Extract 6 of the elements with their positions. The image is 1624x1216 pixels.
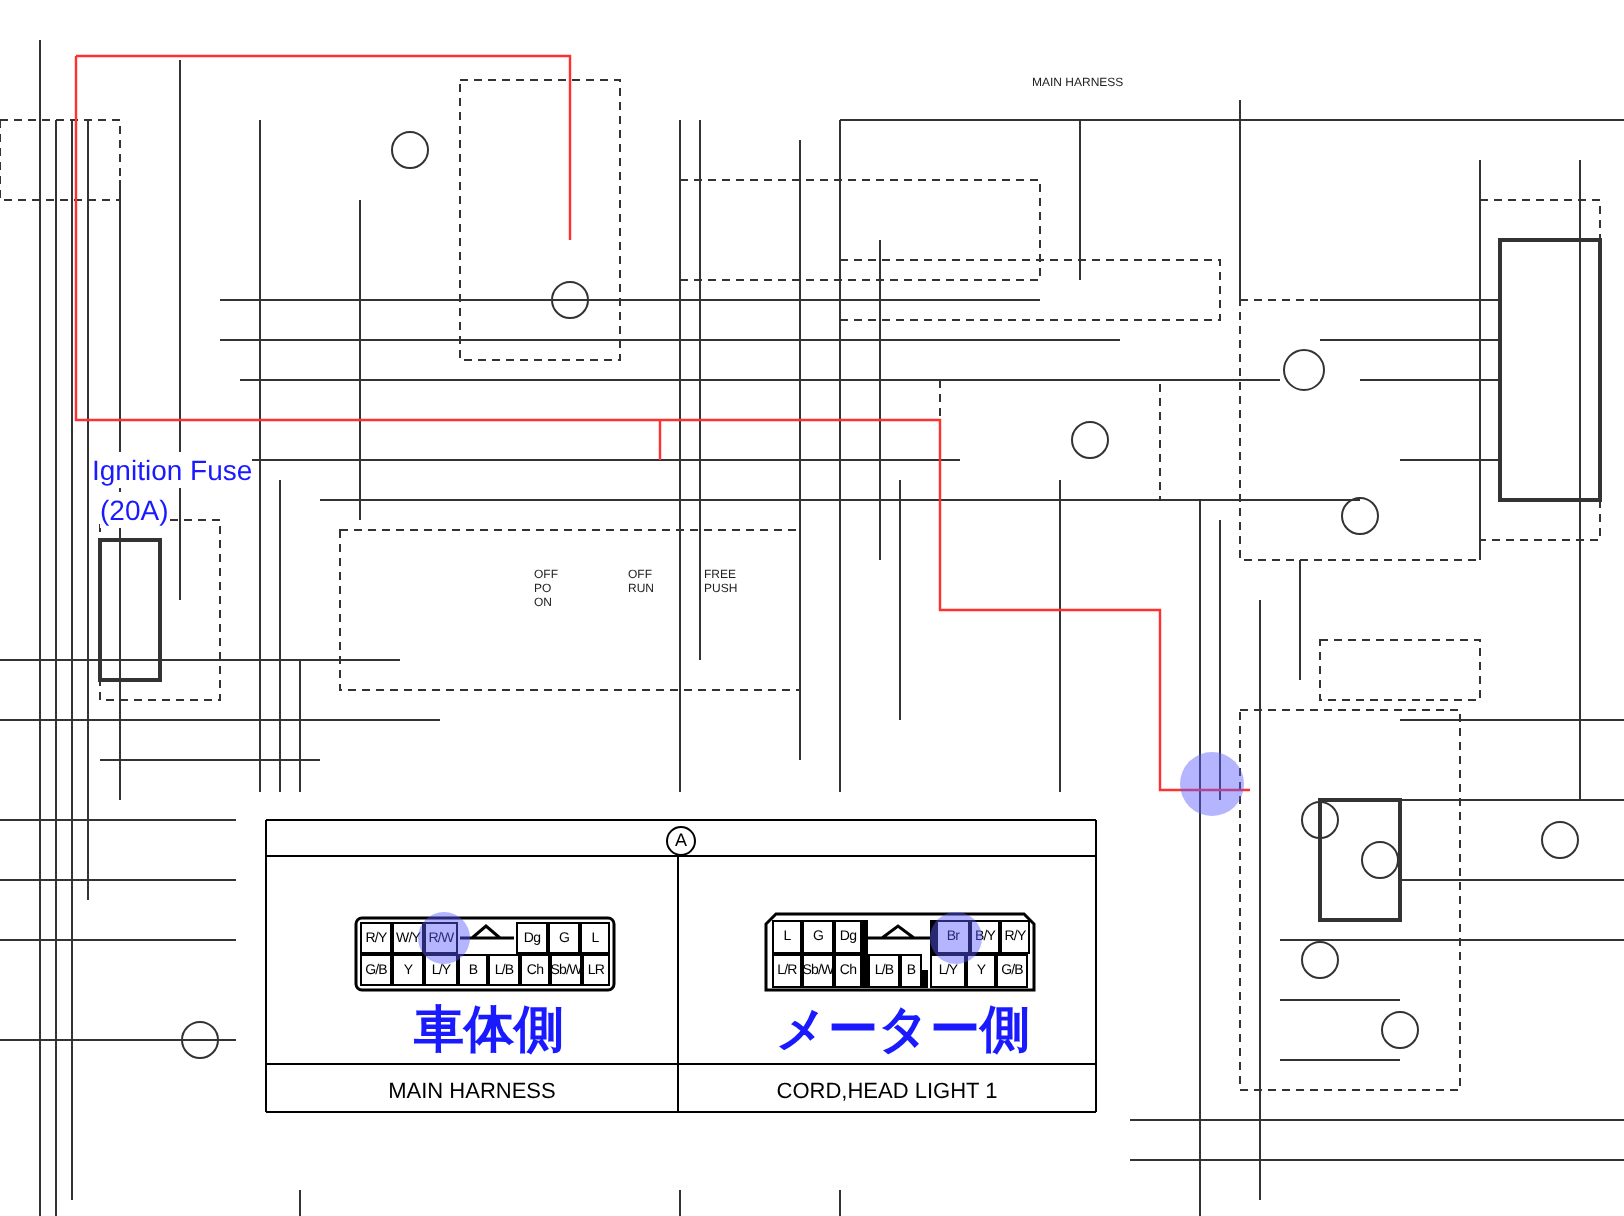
fuse-rating: (20A) [100,492,169,528]
connector-side-label: 車体側 [414,1000,564,1060]
harness-name: CORD,HEAD LIGHT 1 [774,1078,1000,1108]
harness-name: MAIN HARNESS [386,1078,558,1108]
connector-side-label: メーター側 [776,1000,1030,1060]
fuse-label: Ignition Fuse [92,452,253,488]
